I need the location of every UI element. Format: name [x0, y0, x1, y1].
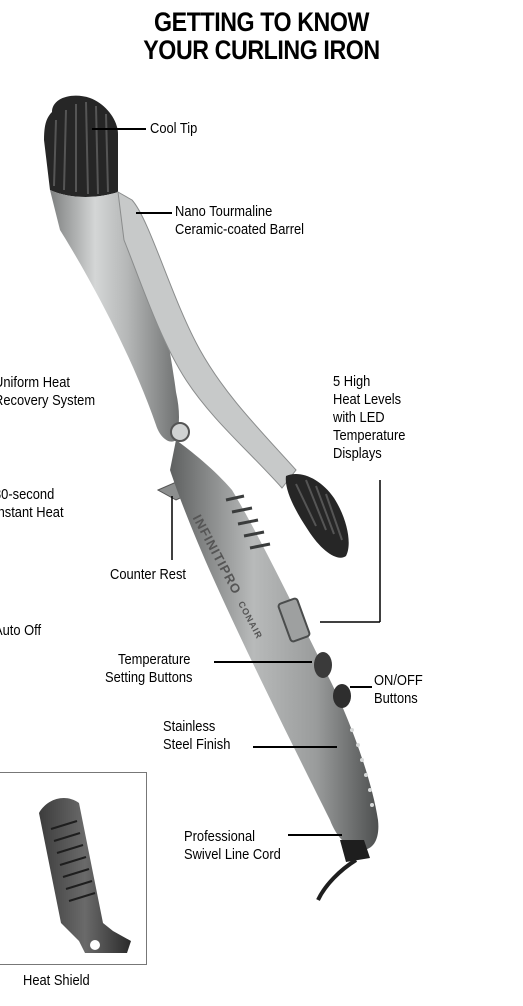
temperature-buttons-leader — [214, 661, 312, 663]
instant-heat-label-1: 30-second — [0, 486, 54, 504]
heat-levels-label-5: Displays — [333, 445, 382, 463]
heat-levels-label-3: with LED — [333, 409, 385, 427]
instant-heat-label-2: Instant Heat — [0, 504, 64, 522]
onoff-leader — [350, 686, 372, 688]
uniform-heat-label-2: Recovery System — [0, 392, 95, 410]
onoff-label-2: Buttons — [374, 690, 418, 708]
pivot-knob — [171, 423, 189, 441]
swivel-cord-label-1: Professional — [184, 828, 255, 846]
heat-shield-inset — [0, 772, 147, 965]
heat-levels-label-4: Temperature — [333, 427, 405, 445]
cool-tip — [44, 96, 118, 197]
barrel-label-2: Ceramic-coated Barrel — [175, 221, 304, 239]
steel-finish-leader — [253, 746, 337, 748]
swivel-cord-label-2: Swivel Line Cord — [184, 846, 281, 864]
on-off-button — [333, 684, 351, 708]
counter-rest-label: Counter Rest — [110, 566, 186, 584]
steel-finish-label-1: Stainless — [163, 718, 215, 736]
onoff-label-1: ON/OFF — [374, 672, 423, 690]
thumb-rest — [286, 474, 349, 558]
handle — [170, 440, 378, 850]
swivel-cord-leader — [288, 834, 342, 836]
temperature-buttons-label-2: Setting Buttons — [105, 669, 192, 687]
heat-levels-label-1: 5 High — [333, 373, 370, 391]
swivel-cord — [318, 840, 370, 900]
barrel-leader — [136, 212, 172, 214]
cool-tip-leader — [92, 128, 146, 130]
steel-finish-label-2: Steel Finish — [163, 736, 230, 754]
temperature-button — [314, 652, 332, 678]
cool-tip-label: Cool Tip — [150, 120, 197, 138]
auto-off-label: Auto Off — [0, 622, 41, 640]
heat-shield-label: Heat Shield — [23, 972, 90, 990]
barrel-label-1: Nano Tourmaline — [175, 203, 272, 221]
heat-levels-label-2: Heat Levels — [333, 391, 401, 409]
uniform-heat-label-1: Uniform Heat — [0, 374, 70, 392]
temperature-buttons-label-1: Temperature — [118, 651, 190, 669]
heat-shield-icon — [0, 773, 146, 964]
